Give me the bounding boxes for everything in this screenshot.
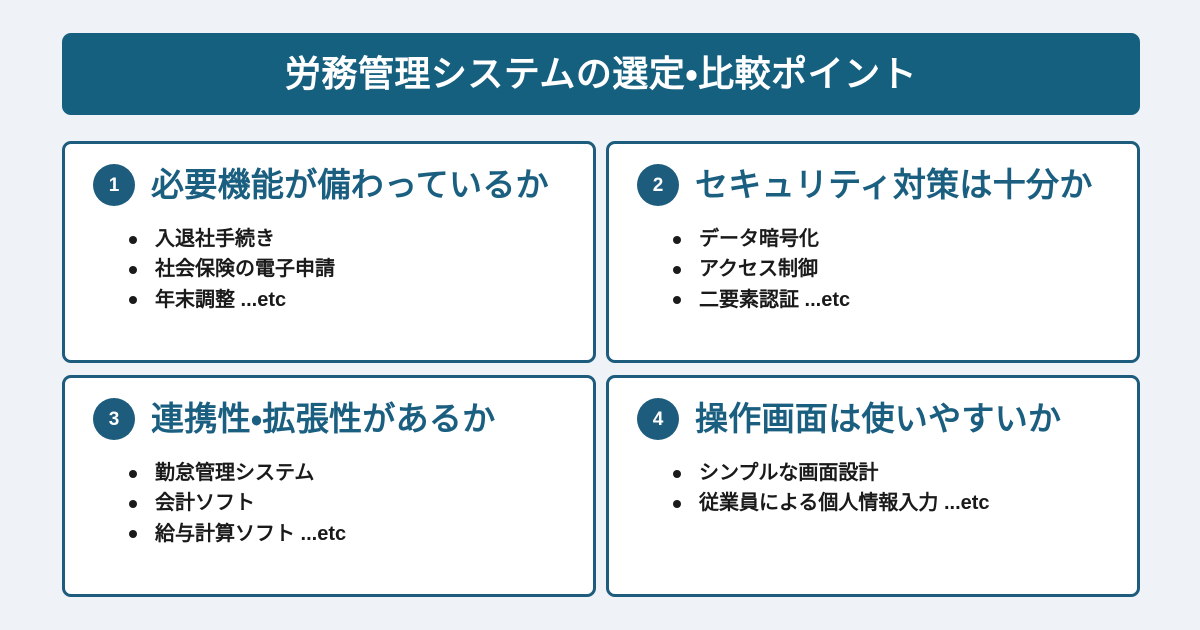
card-3-number-badge: 3 [93, 398, 135, 440]
card-1-header: 1 必要機能が備わっているか [93, 164, 569, 206]
list-item: 従業員による個人情報入力 ...etc [673, 488, 1113, 518]
bullet-icon [129, 296, 137, 305]
list-item: 年末調整 ...etc [129, 285, 569, 315]
bullet-icon [129, 469, 137, 478]
card-2-header: 2 セキュリティ対策は十分か [637, 164, 1113, 206]
list-item-label: 従業員による個人情報入力 ...etc [699, 492, 990, 515]
card-2-number-badge: 2 [637, 164, 679, 206]
bullet-icon [129, 235, 137, 244]
list-item-label: 二要素認証 ...etc [699, 288, 851, 311]
list-item: データ暗号化 [673, 224, 1113, 254]
card-grid: 1 必要機能が備わっているか 入退社手続き 社会保険の電子申請 年末調整 ...… [62, 141, 1140, 597]
card-2-title: セキュリティ対策は十分か [695, 165, 1093, 203]
bullet-icon [673, 235, 681, 244]
card-3-header: 3 連携性・拡張性があるか [93, 398, 569, 440]
list-item: 社会保険の電子申請 [129, 254, 569, 284]
bullet-icon [673, 265, 681, 274]
card-1-title: 必要機能が備わっているか [151, 165, 549, 203]
bullet-icon [673, 499, 681, 508]
card-1-list: 入退社手続き 社会保険の電子申請 年末調整 ...etc [129, 224, 569, 342]
card-4-header: 4 操作画面は使いやすいか [637, 398, 1113, 440]
list-item: 給与計算ソフト ...etc [129, 519, 569, 549]
bullet-icon [673, 296, 681, 305]
list-item-label: 社会保険の電子申請 [155, 258, 335, 281]
list-item-label: 勤怠管理システム [155, 462, 315, 484]
list-item-label: アクセス制御 [699, 258, 818, 281]
list-item: 入退社手続き [129, 224, 569, 254]
bullet-icon [129, 530, 137, 539]
card-1: 1 必要機能が備わっているか 入退社手続き 社会保険の電子申請 年末調整 ...… [62, 141, 596, 363]
card-4-list: シンプルな画面設計 従業員による個人情報入力 ...etc [673, 458, 1113, 576]
list-item-label: 会計ソフト [155, 492, 255, 515]
bullet-icon [129, 499, 137, 508]
list-item: シンプルな画面設計 [673, 458, 1113, 488]
list-item: 勤怠管理システム [129, 458, 569, 488]
card-4-title: 操作画面は使いやすいか [695, 399, 1062, 437]
list-item-label: 年末調整 ...etc [155, 288, 287, 311]
card-2-list: データ暗号化 アクセス制御 二要素認証 ...etc [673, 224, 1113, 342]
list-item: 会計ソフト [129, 488, 569, 518]
list-item-label: データ暗号化 [699, 228, 819, 250]
card-3-title: 連携性・拡張性があるか [151, 399, 496, 437]
card-1-number-badge: 1 [93, 164, 135, 206]
card-2: 2 セキュリティ対策は十分か データ暗号化 アクセス制御 二要素認証 ...et… [606, 141, 1140, 363]
card-3: 3 連携性・拡張性があるか 勤怠管理システム 会計ソフト 給与計算ソフト ...… [62, 375, 596, 597]
bullet-icon [673, 469, 681, 478]
bullet-icon [129, 265, 137, 274]
list-item: 二要素認証 ...etc [673, 285, 1113, 315]
card-4: 4 操作画面は使いやすいか シンプルな画面設計 従業員による個人情報入力 ...… [606, 375, 1140, 597]
card-3-list: 勤怠管理システム 会計ソフト 給与計算ソフト ...etc [129, 458, 569, 576]
page-title: 労務管理システムの選定・比較ポイント [284, 53, 918, 94]
header-banner: 労務管理システムの選定・比較ポイント [62, 33, 1140, 115]
card-4-number-badge: 4 [637, 398, 679, 440]
list-item-label: 入退社手続き [155, 228, 275, 250]
list-item-label: 給与計算ソフト ...etc [155, 522, 347, 545]
list-item: アクセス制御 [673, 254, 1113, 284]
list-item-label: シンプルな画面設計 [699, 462, 879, 484]
